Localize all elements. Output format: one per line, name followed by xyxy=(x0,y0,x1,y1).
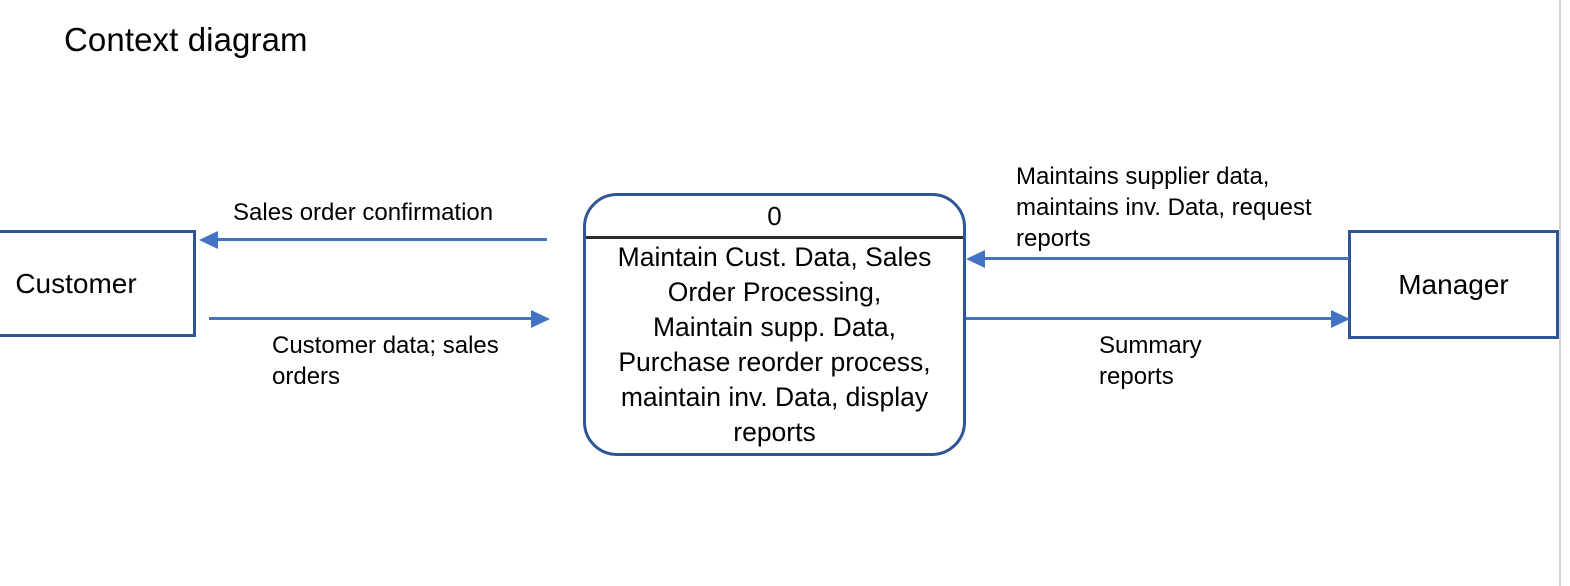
flow-line-sales-order-confirmation xyxy=(217,238,547,241)
flow-line-customer-data-sales-orders xyxy=(209,317,531,320)
entity-customer[interactable]: Customer xyxy=(0,230,196,337)
arrow-left-icon xyxy=(966,250,985,268)
flow-line-summary-reports xyxy=(966,317,1331,320)
page-title: Context diagram xyxy=(64,21,308,58)
flow-label-customer-data-sales-orders: Customer data; sales orders xyxy=(272,332,499,390)
flow-label-maintains-supplier-data: Maintains supplier data, maintains inv. … xyxy=(1016,163,1312,252)
slide-edge-divider xyxy=(1559,0,1561,586)
entity-manager-label: Manager xyxy=(1398,268,1509,300)
process-label: Maintain Cust. Data, Sales Order Process… xyxy=(617,242,932,447)
process-number: 0 xyxy=(767,200,782,231)
arrow-right-icon xyxy=(531,310,550,328)
entity-customer-label: Customer xyxy=(15,267,137,299)
entity-manager[interactable]: Manager xyxy=(1348,230,1559,339)
arrow-right-icon xyxy=(1331,310,1350,328)
flow-line-maintains-supplier-data xyxy=(984,257,1349,260)
arrow-left-icon xyxy=(199,231,218,249)
process-node[interactable]: 0 Maintain Cust. Data, Sales Order Proce… xyxy=(583,193,966,456)
flow-label-summary-reports: Summary reports xyxy=(1099,332,1202,390)
flow-label-sales-order-confirmation: Sales order confirmation xyxy=(233,199,494,226)
process-divider xyxy=(586,236,963,239)
